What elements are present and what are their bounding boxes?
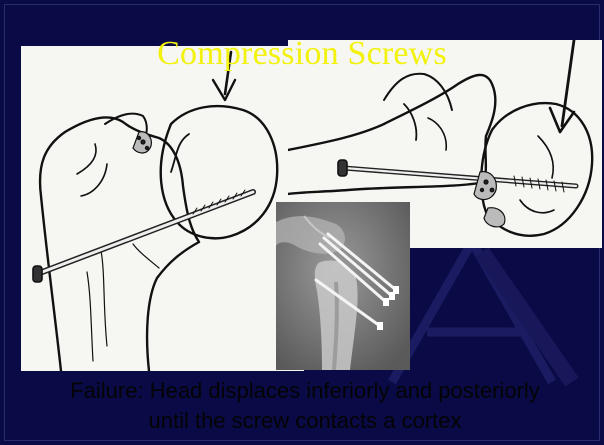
xray-photo-icon bbox=[276, 202, 410, 370]
xray-image bbox=[276, 202, 410, 370]
slide-title: Compression Screws bbox=[0, 34, 604, 74]
caption-line-1: Failure: Head displaces inferiorly and p… bbox=[20, 376, 590, 406]
caption-line-2: until the screw contacts a cortex bbox=[20, 406, 590, 436]
slide-caption: Failure: Head displaces inferiorly and p… bbox=[20, 376, 590, 436]
femur-drawing-left bbox=[21, 46, 304, 371]
femur-drawing-icon bbox=[21, 46, 304, 371]
